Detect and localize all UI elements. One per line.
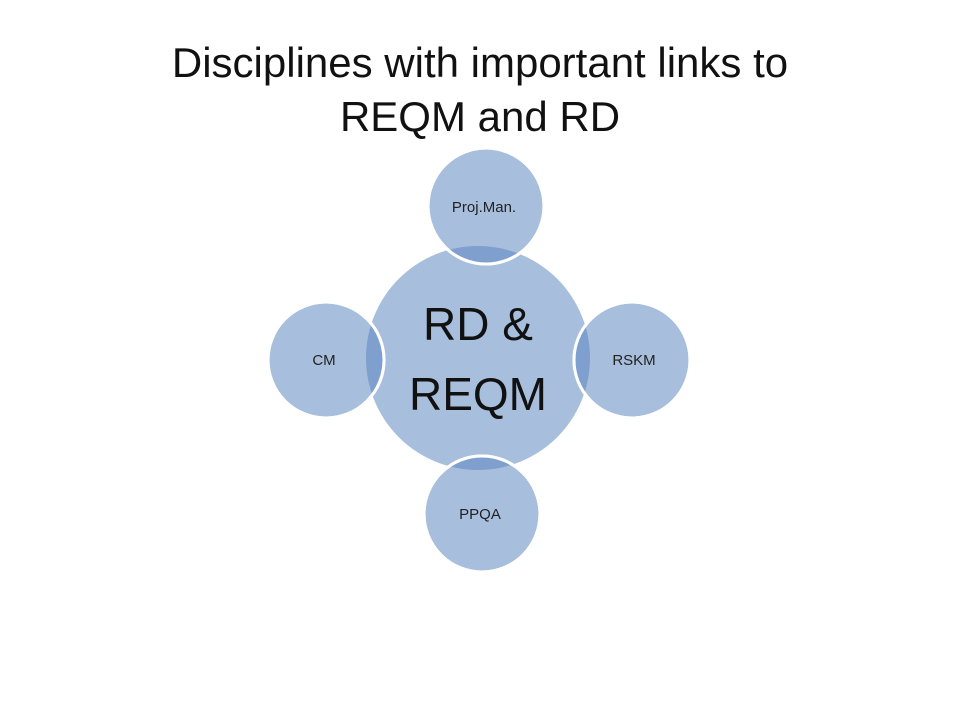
outline-top [426, 146, 546, 266]
center-label-line-1: RD & [423, 298, 533, 350]
slide-title-line-2: REQM and RD [339, 93, 621, 140]
satellite-label-bottom: PPQA [459, 506, 501, 523]
center-label-line-2: REQM [409, 368, 547, 420]
satellite-outlines [266, 146, 692, 574]
satellite-label-top: Proj.Man. [452, 199, 516, 216]
slide-title: Disciplines with important links to REQM… [60, 36, 900, 144]
outline-right [572, 300, 692, 420]
satellite-label-left: CM [312, 352, 335, 369]
satellite-label-right: RSKM [612, 352, 655, 369]
outline-bottom [422, 454, 542, 574]
center-circle [366, 246, 590, 470]
outline-left [266, 300, 386, 420]
slide-title-line-1: Disciplines with important links to [171, 39, 789, 86]
